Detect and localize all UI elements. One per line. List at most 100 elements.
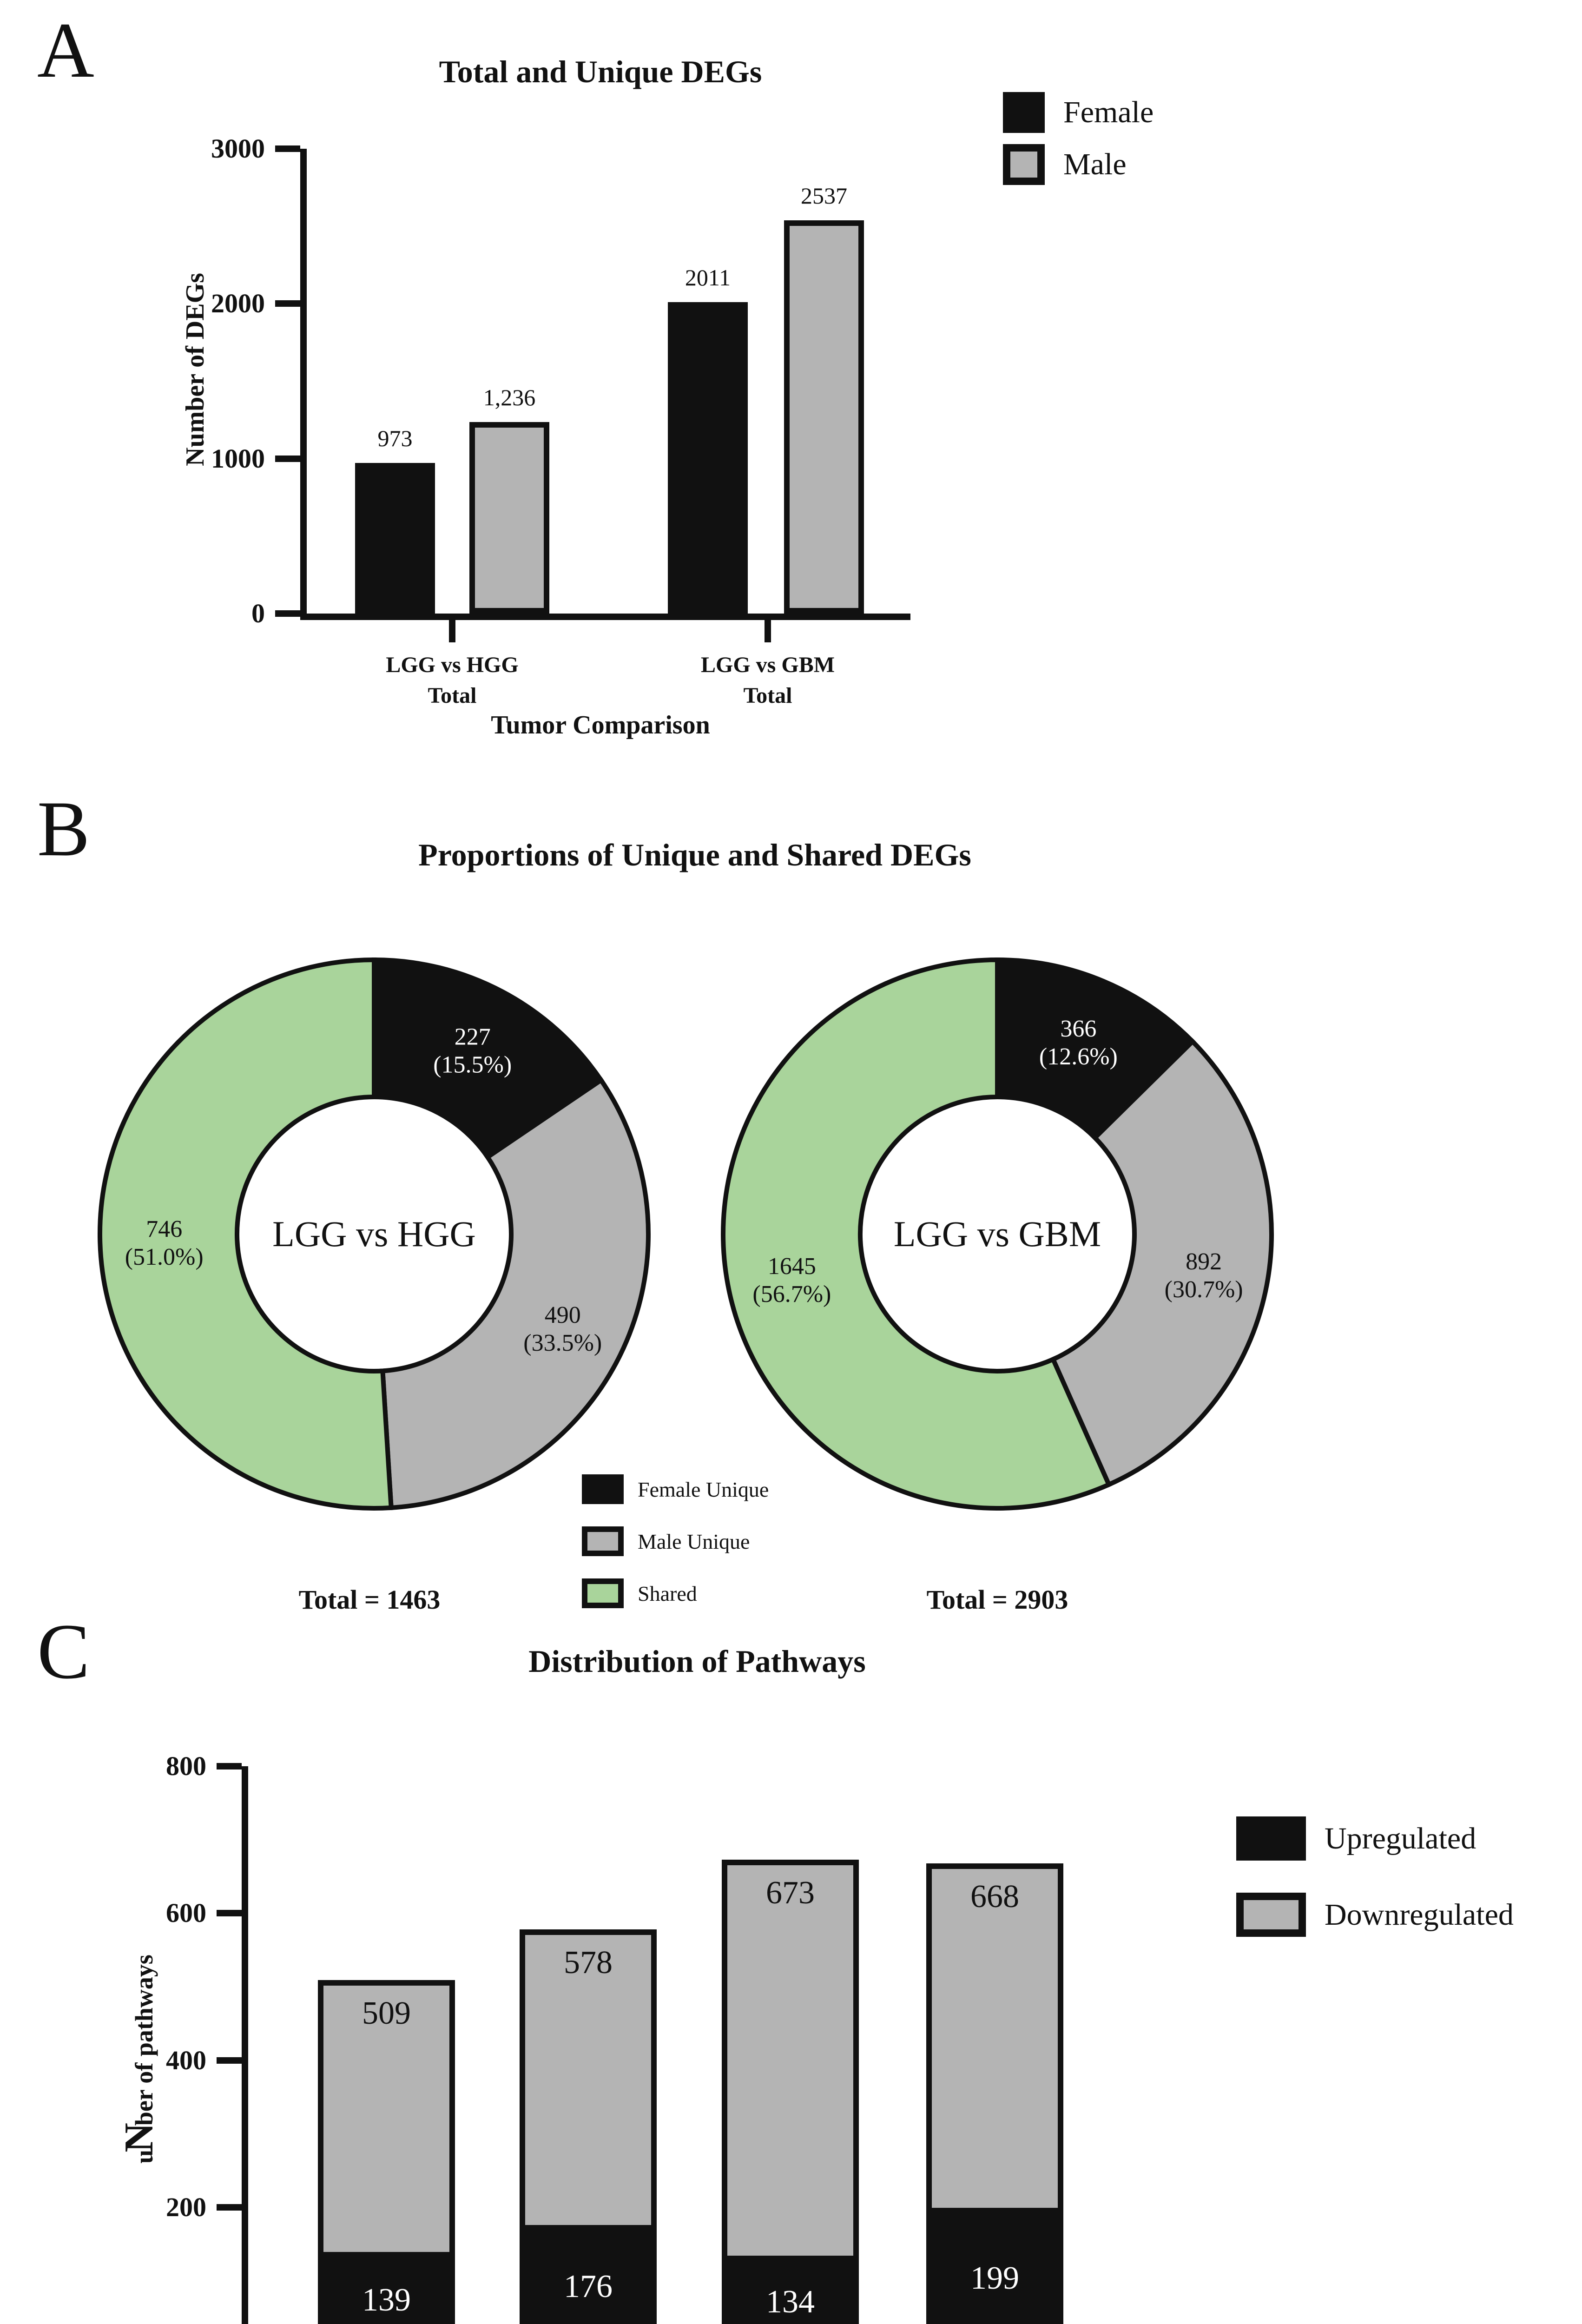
y-axis-tick — [217, 2204, 242, 2211]
male-unique-legend-swatch — [582, 1526, 624, 1556]
downregulated-value-label: 673 — [766, 1875, 815, 1911]
panel-c-y-axis-title: uNber of pathways — [117, 1882, 162, 2236]
y-axis-tick — [275, 455, 300, 462]
donut-slice-shared — [98, 957, 394, 1511]
panel-c-letter: C — [37, 1608, 90, 1695]
donut-slice-label: 227(15.5%) — [433, 1024, 512, 1078]
donut-slice-male-unique — [1050, 1038, 1274, 1488]
upregulated-segment: 134 — [727, 2256, 853, 2324]
donut-slice-label: 746(51.0%) — [125, 1216, 204, 1270]
panel-c-title: Distribution of Pathways — [528, 1644, 866, 1679]
male-legend-swatch — [1003, 144, 1045, 185]
upregulated-value-label: 199 — [970, 2260, 1019, 2296]
donut-slice-male-unique — [380, 1076, 651, 1511]
y-axis-tick-label: 400 — [166, 2045, 206, 2075]
upregulated-legend-label: Upregulated — [1325, 1821, 1477, 1855]
panel-a-plot: 973 2011 1,236 2537 0 1000 2000 3000 — [211, 133, 911, 642]
panel-a-y-axis — [300, 149, 307, 620]
y-axis-tick — [275, 300, 300, 307]
upregulated-segment: 139 — [323, 2252, 449, 2324]
donut-slice-label: 892(30.7%) — [1165, 1248, 1243, 1303]
category-line: Total — [428, 683, 477, 708]
y-axis-tick-label: 0 — [251, 598, 265, 628]
y-axis-tick-label: 800 — [166, 1751, 206, 1781]
donut-lgg-vs-gbm: 366(12.6%) 892(30.7%) 1645(56.7%) — [721, 957, 1274, 1511]
downregulated-value-label: 668 — [970, 1878, 1019, 1915]
panel-a-letter: A — [37, 7, 94, 94]
y-axis-tick-label: 1000 — [211, 443, 265, 474]
panel-c-legend-upregulated: Upregulated — [1236, 1816, 1476, 1861]
panel-a-x-axis — [300, 614, 910, 620]
bar-value-label: 973 — [377, 425, 413, 451]
female-unique-legend-label: Female Unique — [638, 1477, 769, 1501]
y-axis-tick — [217, 2057, 242, 2064]
male-legend-label: Male — [1063, 147, 1127, 181]
donut-left-center-label: LGG vs HGG — [272, 1214, 476, 1254]
y-axis-tick-label: 3000 — [211, 133, 265, 164]
bar-female-1 — [355, 462, 435, 614]
downregulated-value-label: 578 — [564, 1945, 613, 1981]
panel-b-legend-shared: Shared — [582, 1578, 697, 1608]
bar-male-1 — [469, 422, 549, 614]
category-line: LGG vs GBM — [700, 653, 835, 677]
donut-left-total: Total = 1463 — [298, 1585, 441, 1615]
category-line: Total — [743, 683, 792, 708]
donut-right-center-label: LGG vs GBM — [893, 1214, 1101, 1254]
stacked-bar-1: 509 139 — [318, 1980, 455, 2324]
upregulated-segment: 199 — [932, 2208, 1058, 2324]
panel-a-legend-male: Male — [1003, 144, 1127, 185]
male-unique-legend-label: Male Unique — [638, 1529, 750, 1553]
panel-a-category-2: LGG vs GBM Total — [605, 650, 930, 711]
bar-female-2 — [668, 302, 748, 614]
panel-c-y-axis — [242, 1766, 248, 2324]
bar-value-label: 2011 — [685, 264, 731, 290]
category-line: LGG vs HGG — [386, 653, 519, 677]
upregulated-legend-swatch — [1236, 1816, 1306, 1861]
upregulated-value-label: 139 — [362, 2282, 411, 2318]
panel-b-letter: B — [37, 785, 90, 872]
downregulated-legend-label: Downregulated — [1325, 1897, 1514, 1932]
x-axis-tick — [765, 620, 771, 642]
y-axis-tick — [217, 1910, 242, 1917]
downregulated-value-label: 509 — [362, 1995, 411, 2032]
panel-b-title: Proportions of Unique and Shared DEGs — [418, 837, 971, 872]
panel-a-title: Total and Unique DEGs — [439, 54, 762, 89]
donut-slice-label: 490(33.5%) — [523, 1302, 602, 1356]
y-axis-tick-label: 600 — [166, 1898, 206, 1928]
panel-c-plot: 5091395781766731346681990200400600800 — [166, 1751, 1113, 2324]
panel-a-y-axis-title: Number of DEGs — [181, 273, 210, 466]
stacked-bar-3: 673 134 — [722, 1859, 859, 2324]
bar-value-label: 2537 — [801, 183, 847, 209]
shared-legend-swatch — [582, 1578, 624, 1608]
y-axis-tick-label: 2000 — [211, 288, 265, 319]
bar-male-2 — [784, 220, 864, 614]
female-legend-swatch — [1003, 92, 1045, 133]
upregulated-segment: 176 — [525, 2225, 651, 2324]
stacked-bar-4: 668 199 — [926, 1863, 1063, 2324]
y-axis-tick-label: 200 — [166, 2192, 206, 2222]
y-axis-tick — [275, 145, 300, 152]
upregulated-value-label: 134 — [766, 2284, 815, 2320]
y-axis-title-overlap-n: N — [117, 2123, 162, 2152]
female-legend-label: Female — [1063, 95, 1154, 129]
donut-slice-female-unique — [995, 957, 1196, 1141]
donut-slice-label: 1645(56.7%) — [752, 1253, 831, 1307]
panel-a-x-axis-title: Tumor Comparison — [491, 711, 710, 739]
panel-c-legend-downregulated: Downregulated — [1236, 1893, 1514, 1937]
donut-right-total: Total = 2903 — [926, 1585, 1068, 1615]
panel-b-legend-male-unique: Male Unique — [582, 1526, 750, 1556]
y-axis-tick — [217, 1763, 242, 1769]
bar-value-label: 1,236 — [483, 384, 536, 410]
donut-slice-label: 366(12.6%) — [1039, 1016, 1118, 1070]
panel-b-legend-female-unique: Female Unique — [582, 1474, 769, 1504]
panel-a-category-1: LGG vs HGG Total — [290, 650, 615, 711]
donut-slice-female-unique — [372, 957, 605, 1161]
panel-a-legend-female: Female — [1003, 92, 1154, 133]
shared-legend-label: Shared — [638, 1581, 697, 1605]
downregulated-legend-swatch — [1236, 1893, 1306, 1937]
donut-slice-shared — [721, 957, 1112, 1511]
x-axis-tick — [449, 620, 455, 642]
female-unique-legend-swatch — [582, 1474, 624, 1504]
stacked-bar-2: 578 176 — [520, 1929, 657, 2324]
